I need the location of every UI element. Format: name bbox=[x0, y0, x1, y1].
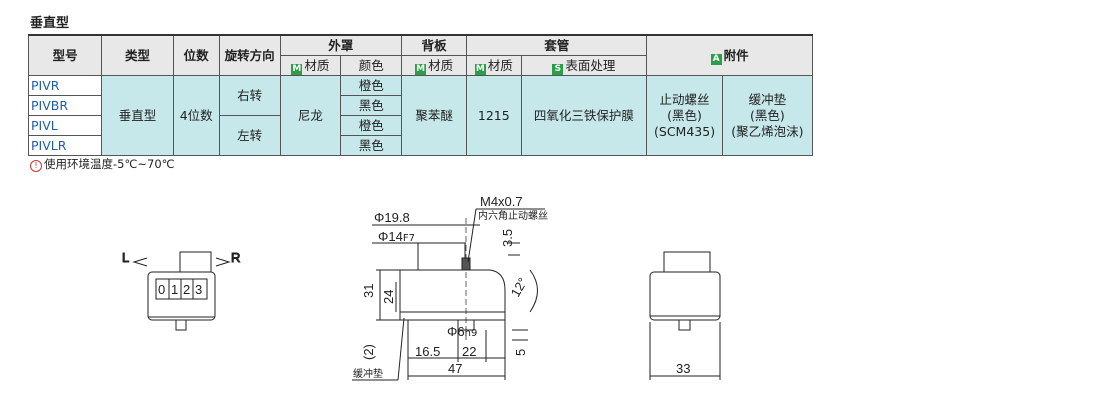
header-digits: 位数 bbox=[172, 34, 220, 76]
screw-note: 内六角止动螺丝 bbox=[478, 209, 548, 222]
dim-angle: 12° bbox=[508, 275, 531, 300]
header-rotation: 旋转方向 bbox=[218, 34, 281, 76]
digit-2: 2 bbox=[183, 282, 190, 297]
dim-screw: M4x0.7 bbox=[480, 194, 523, 209]
dim-33: 33 bbox=[676, 361, 690, 376]
dim-shaft: Φ6h9 bbox=[447, 324, 477, 339]
front-view: L R 0 1 2 3 bbox=[122, 250, 241, 331]
dim-47: 47 bbox=[448, 361, 462, 376]
sleeve-surface-cell: 四氧化三铁保护膜 bbox=[520, 75, 648, 156]
m-badge-icon: M bbox=[415, 63, 427, 75]
header-cover: 外罩 bbox=[279, 34, 403, 56]
side-knob bbox=[417, 242, 466, 271]
dim-3-5: 3.5 bbox=[500, 229, 515, 247]
dim-16-5: 16.5 bbox=[415, 344, 440, 359]
header-type: 类型 bbox=[101, 34, 174, 76]
side-body bbox=[399, 269, 506, 313]
side-view: Φ19.8 Φ14F7 M4x0.7 内六角止动螺丝 3.5 31 24 12°… bbox=[352, 194, 548, 381]
digit-3: 3 bbox=[195, 282, 202, 297]
digits-cell: 4位数 bbox=[172, 75, 220, 156]
temperature-note: !使用环境温度-5℃~70℃ bbox=[30, 156, 175, 172]
cover-color-cell: 橙色 bbox=[340, 115, 403, 136]
cover-color-cell: 黑色 bbox=[340, 95, 403, 116]
type-cell: 垂直型 bbox=[101, 75, 174, 156]
dim-24: 24 bbox=[381, 290, 396, 304]
warning-icon: ! bbox=[30, 160, 42, 172]
front-knob bbox=[179, 251, 212, 273]
rear-knob bbox=[663, 251, 711, 273]
side-shaft bbox=[457, 319, 475, 331]
right-arrow-icon bbox=[215, 257, 231, 267]
digit-0: 0 bbox=[158, 282, 165, 297]
rear-shaft bbox=[678, 319, 691, 331]
right-label: R bbox=[231, 250, 240, 265]
left-arrow-icon bbox=[132, 257, 148, 267]
backplate-material-cell: 聚苯醚 bbox=[401, 75, 468, 156]
dim-22: 22 bbox=[462, 344, 476, 359]
set-screw-icon bbox=[461, 257, 471, 271]
dim-d2: Φ14F7 bbox=[378, 229, 415, 244]
header-sleeve: 套管 bbox=[466, 34, 648, 56]
dim-d1: Φ19.8 bbox=[374, 210, 410, 225]
s-badge-icon: S bbox=[552, 63, 564, 75]
dim-2: (2) bbox=[361, 344, 376, 360]
a-badge-icon: A bbox=[710, 53, 722, 65]
rotation-left-cell: 左转 bbox=[218, 115, 281, 156]
m-badge-icon: M bbox=[474, 63, 486, 75]
side-backplate bbox=[399, 311, 506, 321]
header-cover-color: 颜色 bbox=[340, 55, 403, 76]
model-link[interactable]: PIVL bbox=[27, 115, 103, 136]
accessory-cushion-cell: 缓冲垫(黑色)(聚乙烯泡沫) bbox=[721, 75, 814, 156]
header-model: 型号 bbox=[27, 34, 103, 76]
sleeve-material-cell: 1215 bbox=[466, 75, 522, 156]
model-link[interactable]: PIVBR bbox=[27, 95, 103, 116]
dim-5: 5 bbox=[513, 349, 528, 356]
accessory-screw-cell: 止动螺丝(黑色)(SCM435) bbox=[646, 75, 723, 156]
dim-31: 31 bbox=[361, 284, 376, 298]
front-shaft bbox=[175, 319, 187, 331]
m-badge-icon: M bbox=[291, 63, 303, 75]
left-label: L bbox=[122, 250, 129, 265]
digit-1: 1 bbox=[171, 282, 178, 297]
section-title: 垂直型 bbox=[30, 16, 70, 31]
rear-body bbox=[649, 271, 721, 321]
cushion-label: 缓冲垫 bbox=[353, 367, 383, 380]
model-link[interactable]: PIVR bbox=[27, 75, 103, 96]
model-link[interactable]: PIVLR bbox=[27, 135, 103, 156]
cover-color-cell: 黑色 bbox=[340, 135, 403, 156]
rear-view: 33 bbox=[649, 251, 721, 380]
